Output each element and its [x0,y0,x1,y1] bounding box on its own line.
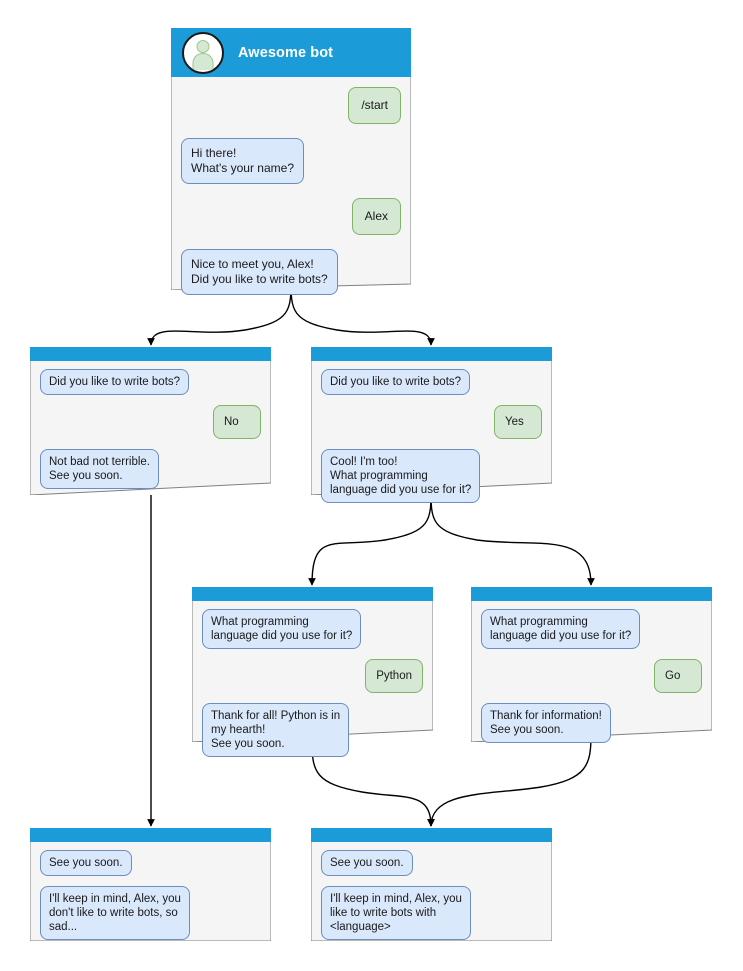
node-root-chat: /start Hi there! What's your name? Alex … [171,77,411,295]
message-bubble-user: Alex [351,198,401,235]
message-bubble-user: /start [348,87,401,124]
message-bubble-bot: What programming language did you use fo… [202,609,362,649]
bot-title: Awesome bot [238,44,334,61]
edge-yes-to-go [430,489,595,586]
person-avatar-icon [182,31,224,74]
node-end-happy[interactable]: See you soon. I'll keep in mind, Alex, y… [311,828,552,941]
message-bubble-bot: What programming language did you use fo… [481,609,641,649]
node-end-happy-header [311,828,552,842]
avatar-head [196,39,210,53]
node-end-sad[interactable]: See you soon. I'll keep in mind, Alex, y… [30,828,271,941]
message-bubble-user: Python [365,659,423,693]
edge-go-to-end-happy [427,734,592,827]
message-bubble-user: Yes [494,405,542,439]
avatar-body [192,52,214,70]
message-bubble-bot: See you soon. [40,850,132,876]
node-python-branch-header [192,587,433,601]
message-bubble-user: No [213,405,261,439]
message-bubble-bot: Cool! I'm too! What programming language… [321,449,481,503]
node-end-happy-chat: See you soon. I'll keep in mind, Alex, y… [311,842,552,941]
node-no-branch[interactable]: Did you like to write bots? No Not bad n… [30,347,271,495]
message-bubble-bot: Nice to meet you, Alex! Did you like to … [181,249,338,295]
message-bubble-bot: See you soon. [321,850,413,876]
node-end-sad-header [30,828,271,842]
message-bubble-bot: Hi there! What's your name? [181,138,305,184]
node-no-branch-header [30,347,271,361]
node-root-header: Awesome bot [171,28,411,77]
node-python-branch[interactable]: What programming language did you use fo… [192,587,433,757]
message-bubble-bot: Thank for all! Python is in my hearth! S… [202,703,350,757]
node-root[interactable]: Awesome bot /start Hi there! What's your… [171,28,411,295]
edge-yes-to-python [308,489,432,586]
message-bubble-bot: Did you like to write bots? [40,369,190,395]
node-python-branch-chat: What programming language did you use fo… [192,601,433,757]
message-bubble-bot: I'll keep in mind, Alex, you don't like … [40,886,190,940]
node-yes-branch[interactable]: Did you like to write bots? Yes Cool! I'… [311,347,552,503]
node-yes-branch-header [311,347,552,361]
message-bubble-bot: Not bad not terrible. See you soon. [40,449,160,489]
node-end-sad-chat: See you soon. I'll keep in mind, Alex, y… [30,842,271,941]
node-go-branch-header [471,587,712,601]
node-yes-branch-chat: Did you like to write bots? Yes Cool! I'… [311,361,552,503]
message-bubble-bot: Did you like to write bots? [321,369,471,395]
node-go-branch[interactable]: What programming language did you use fo… [471,587,712,743]
message-bubble-user: Go [654,659,702,693]
node-no-branch-chat: Did you like to write bots? No Not bad n… [30,361,271,495]
node-go-branch-chat: What programming language did you use fo… [471,601,712,743]
message-bubble-bot: I'll keep in mind, Alex, you like to wri… [321,886,471,940]
message-bubble-bot: Thank for information! See you soon. [481,703,611,743]
